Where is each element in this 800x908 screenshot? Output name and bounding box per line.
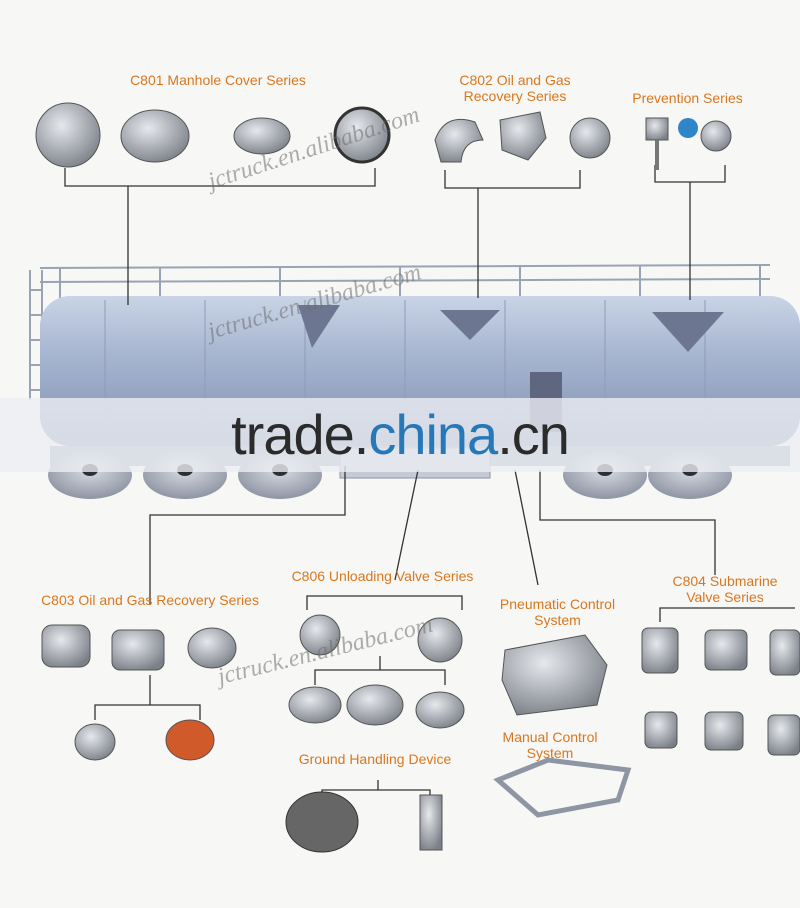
submarine-valve xyxy=(767,714,800,756)
watermark-part: trade. xyxy=(231,403,369,466)
valve-cap xyxy=(415,691,465,729)
sensor xyxy=(678,118,698,138)
valve-cap xyxy=(288,686,342,724)
top-railing xyxy=(39,264,771,300)
label-c804: C804 Submarine Valve Series xyxy=(672,573,778,605)
recovery-elbow xyxy=(499,111,547,161)
label-c802: C802 Oil and Gas Recovery Series xyxy=(459,72,571,104)
flame-arrester xyxy=(700,120,732,152)
manhole-cover xyxy=(233,117,291,155)
unloading-valve xyxy=(299,614,341,656)
manual-parts xyxy=(493,757,632,818)
connector-lines xyxy=(64,165,795,800)
coupler xyxy=(74,723,116,761)
label-pneumatic: Pneumatic Control System xyxy=(499,596,616,628)
c804-parts xyxy=(641,627,800,756)
compartment-cutaway-2 xyxy=(440,310,500,340)
c806-parts xyxy=(288,614,465,729)
pneumatic-control-unit xyxy=(501,634,608,716)
prevention-parts xyxy=(645,117,732,170)
recovery-fitting xyxy=(569,117,611,159)
submarine-valve xyxy=(641,627,679,674)
c803-parts xyxy=(41,624,237,761)
label-c806: C806 Unloading Valve Series xyxy=(291,568,474,584)
grounding-clamp xyxy=(419,794,443,851)
compartment-cutaway-1 xyxy=(298,305,340,348)
label-ground: Ground Handling Device xyxy=(298,751,452,767)
recovery-valve xyxy=(41,624,91,668)
coupler-red xyxy=(165,719,215,761)
valve-cap xyxy=(346,684,404,726)
manhole-cover xyxy=(35,102,101,168)
watermark-part: china xyxy=(368,403,498,466)
hose-reel xyxy=(285,791,359,853)
breather-valve xyxy=(645,117,669,141)
c802-parts xyxy=(434,111,611,163)
compartment-cutaway-3 xyxy=(652,312,724,352)
submarine-valve xyxy=(704,629,748,671)
manual-control-linkage xyxy=(493,757,632,818)
manhole-cover xyxy=(333,106,391,164)
recovery-valve xyxy=(111,629,165,671)
label-c801: C801 Manhole Cover Series xyxy=(130,72,306,88)
label-c803: C803 Oil and Gas Recovery Series xyxy=(41,592,259,608)
submarine-valve xyxy=(704,711,744,751)
watermark-part: .cn xyxy=(497,403,570,466)
submarine-valve xyxy=(644,711,678,749)
label-manual: Manual Control System xyxy=(502,729,598,761)
label-prevention: Prevention Series xyxy=(632,90,743,106)
watermark-band xyxy=(0,398,800,472)
manhole-cover xyxy=(120,109,190,163)
recovery-valve xyxy=(434,118,484,163)
c801-parts xyxy=(35,102,391,168)
unloading-valve xyxy=(417,617,463,663)
pneumatic-parts xyxy=(501,634,608,716)
submarine-valve xyxy=(769,629,800,676)
recovery-adapter xyxy=(187,627,237,669)
ground-parts xyxy=(285,791,443,853)
watermark-trade-china: trade.china.cn xyxy=(0,398,800,472)
